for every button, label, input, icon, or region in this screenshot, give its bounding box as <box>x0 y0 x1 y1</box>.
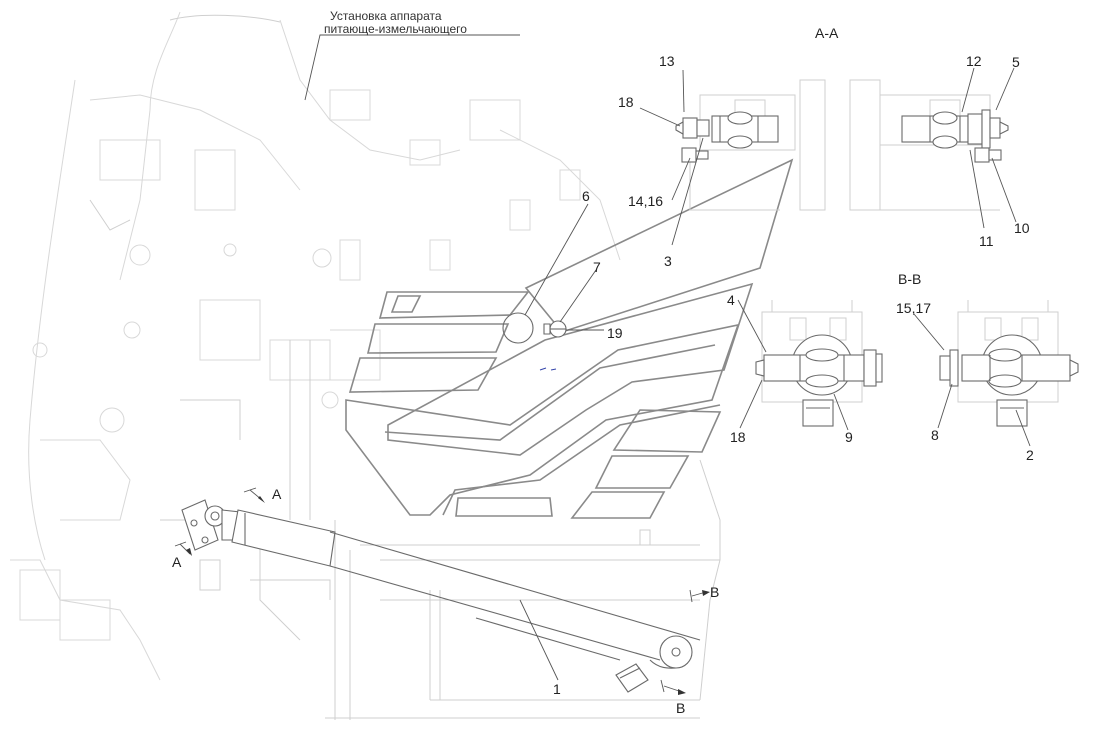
cut-mark-b-lower-label: В <box>676 700 685 716</box>
callout-5: 5 <box>1012 54 1020 70</box>
section-bb-left-view <box>755 300 883 427</box>
callout-11: 11 <box>979 233 994 249</box>
logo-chevrons <box>345 158 794 519</box>
section-aa-label: А-А <box>815 25 839 41</box>
cut-mark-a-upper-label: А <box>272 486 282 502</box>
callout-18-bottom: 18 <box>730 429 746 445</box>
section-aa-left-view <box>675 79 826 211</box>
callout-15-17: 15,17 <box>896 300 931 316</box>
callout-8: 8 <box>931 427 939 443</box>
background-machine-outline <box>10 11 721 720</box>
logo-detail-marks <box>539 367 557 371</box>
leader-lines <box>304 34 1031 681</box>
cut-mark-a-upper <box>243 487 265 503</box>
callout-9: 9 <box>845 429 853 445</box>
callout-2: 2 <box>1026 447 1034 463</box>
callout-4: 4 <box>727 292 735 308</box>
cut-mark-a-lower <box>174 541 192 556</box>
callout-18-top: 18 <box>618 94 634 110</box>
callout-10: 10 <box>1014 220 1030 236</box>
callout-3: 3 <box>664 253 672 269</box>
cut-mark-a-lower-label: А <box>172 554 182 570</box>
callout-12: 12 <box>966 53 982 69</box>
section-bb-right-view <box>939 300 1079 427</box>
callout-13: 13 <box>659 53 675 69</box>
title-line-2: питающе-измельчающего <box>324 22 467 36</box>
callout-19: 19 <box>607 325 623 341</box>
cylinder-assembly <box>181 499 701 693</box>
detail-callout-circle <box>502 312 567 344</box>
cut-mark-b-upper-label: В <box>710 584 719 600</box>
cut-mark-b-upper <box>689 589 710 603</box>
section-aa-right-view <box>849 79 1009 211</box>
callout-7: 7 <box>593 259 601 275</box>
title-line-1: Установка аппарата <box>330 9 442 23</box>
callout-6: 6 <box>582 188 590 204</box>
cut-mark-b-lower <box>660 679 686 695</box>
callout-14-16: 14,16 <box>628 193 663 209</box>
callout-1: 1 <box>553 681 561 697</box>
section-bb-label: В-В <box>898 271 921 287</box>
